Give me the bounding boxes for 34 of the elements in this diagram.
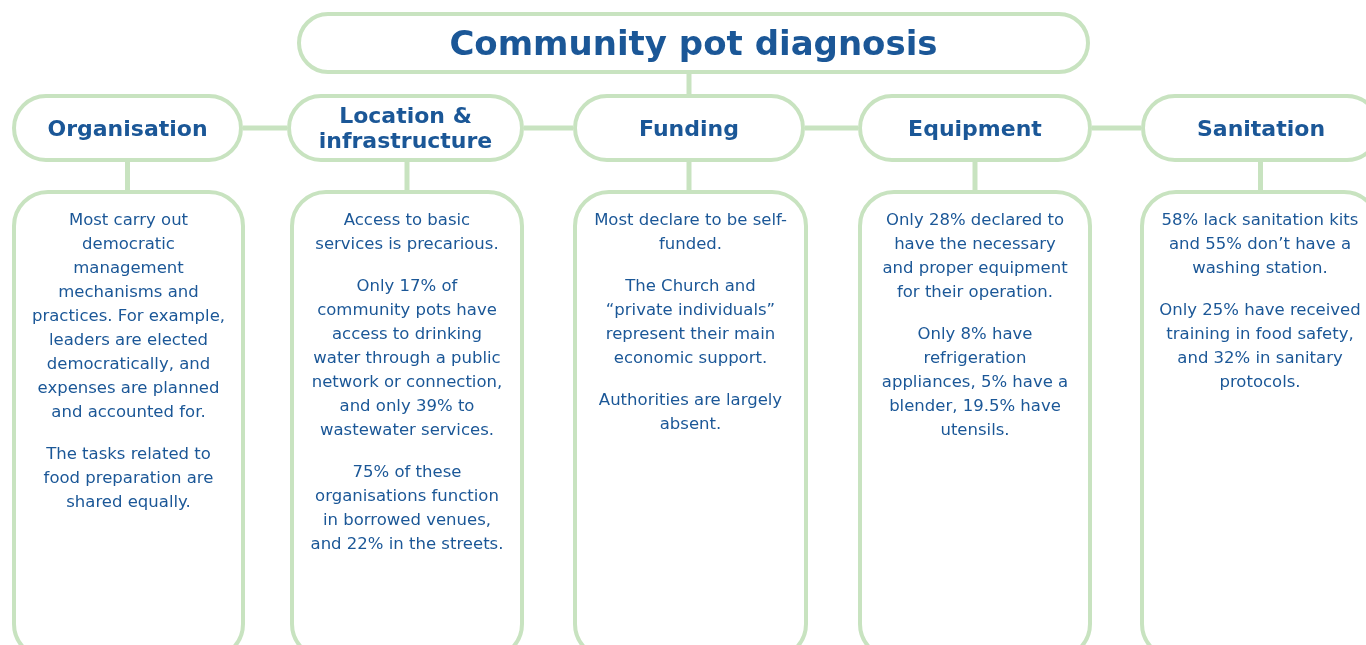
- category-label: Organisation: [47, 115, 208, 141]
- description-text: 58% lack sanitation kits and 55% don’t have a washing station.: [1160, 209, 1360, 279]
- description-text: Most carry out democratic management mechanisms and practices. For example, leaders are elected democratically, and expenses are planned and accounted for.: [30, 209, 227, 423]
- connector-line: [805, 125, 858, 131]
- description-text: Access to basic services is precarious.: [314, 209, 500, 255]
- description-text: The tasks related to food preparation are shared equally.: [42, 443, 215, 513]
- title-text: Community pot diagnosis: [449, 23, 938, 63]
- category-label: Location & infrastructure: [317, 103, 494, 153]
- description-text: Only 25% have received training in food safety, and 32% in sanitary protocols.: [1158, 299, 1362, 393]
- connector-line: [404, 162, 410, 190]
- connector-line: [686, 74, 692, 94]
- connector-line: [524, 125, 573, 131]
- connector-line: [972, 162, 978, 190]
- connector-line: [1092, 125, 1141, 131]
- description-text: Only 8% have refrigeration appliances, 5% have a blender, 19.5% have utensils.: [880, 323, 1070, 441]
- category-label: Sanitation: [1196, 115, 1326, 141]
- description-box: [573, 190, 808, 645]
- category-box: [1141, 94, 1366, 162]
- description-box: [290, 190, 524, 645]
- description-text: 75% of these organisations function in borrowed venues, and 22% in the streets.: [309, 461, 505, 555]
- connector-line: [243, 125, 287, 131]
- connector-line: [125, 162, 130, 190]
- description-box: [858, 190, 1092, 645]
- category-label: Funding: [639, 115, 739, 141]
- description-text: The Church and “private individuals” represent their main economic support.: [604, 275, 777, 369]
- connector-line: [1258, 162, 1263, 190]
- description-text: Only 17% of community pots have access to drinking water through a public network or connection, and only 39% to wastewater services.: [310, 275, 504, 441]
- description-text: Only 28% declared to have the necessary and proper equipment for their operation.: [881, 209, 1069, 303]
- connector-line: [686, 162, 692, 190]
- category-label: Equipment: [908, 115, 1042, 141]
- description-text: Authorities are largely absent.: [597, 389, 784, 435]
- description-box: [1140, 190, 1366, 645]
- description-text: Most declare to be self-funded.: [593, 209, 788, 255]
- description-box: [12, 190, 245, 645]
